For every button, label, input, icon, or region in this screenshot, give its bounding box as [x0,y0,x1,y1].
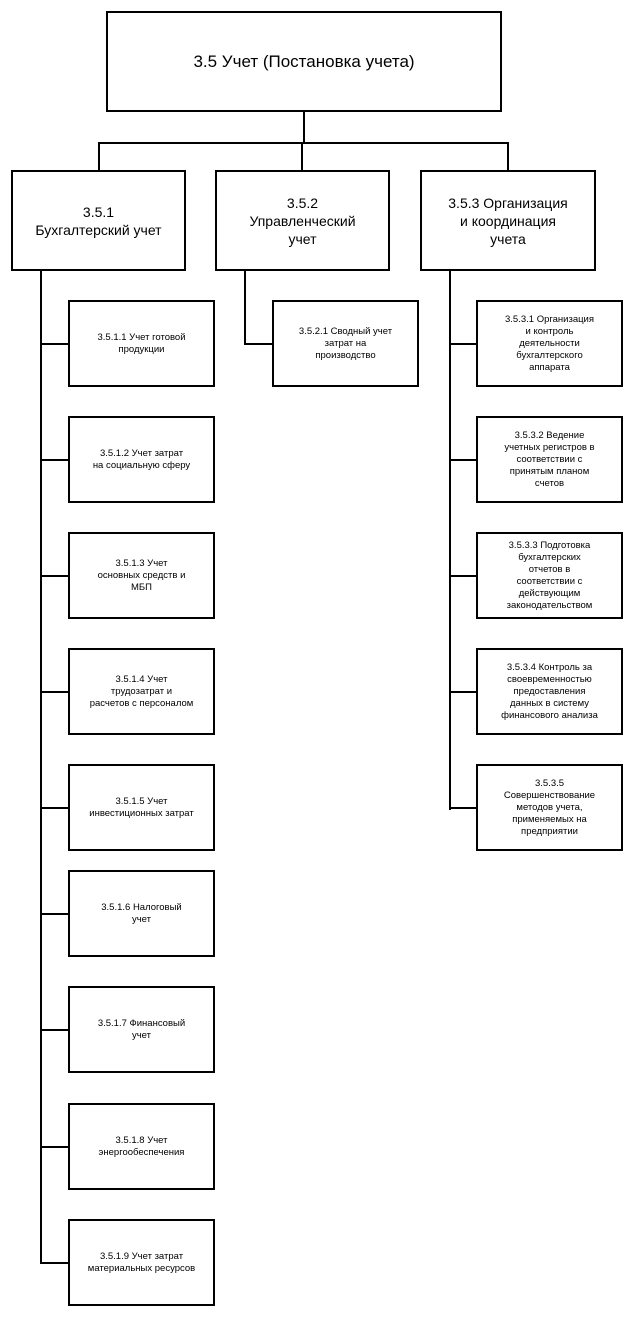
leaf-node-label: 3.5.3.3 Подготовка бухгалтерских отчетов… [506,539,593,611]
branch-2-spine-line [244,270,246,345]
leaf-connector-line [40,1262,69,1264]
branch-3-spine-line [449,270,451,810]
leaf-connector-line [40,343,69,345]
root-node: 3.5 Учет (Постановка учета) [106,11,502,112]
branch-1-drop-line [98,142,100,171]
branch-node-label: 3.5.2 Управленческий учет [249,194,356,247]
leaf-connector-line [40,575,69,577]
leaf-node: 3.5.1.3 Учет основных средств и МБП [68,532,215,619]
leaf-node: 3.5.1.2 Учет затрат на социальную сферу [68,416,215,503]
leaf-node-label: 3.5.3.5 Совершенствование методов учета,… [503,777,596,837]
leaf-connector-line [40,691,69,693]
leaf-connector-line [40,1029,69,1031]
leaf-node-label: 3.5.3.4 Контроль за своевременностью пре… [501,661,598,721]
leaf-node: 3.5.3.2 Ведение учетных регистров в соот… [476,416,623,503]
leaf-connector-line [449,575,477,577]
leaf-connector-line [40,913,69,915]
leaf-node: 3.5.3.3 Подготовка бухгалтерских отчетов… [476,532,623,619]
leaf-node-label: 3.5.1.9 Учет затрат материальных ресурсо… [87,1250,196,1274]
branch-node-label: 3.5.1 Бухгалтерский учет [35,203,162,238]
branch-node-label: 3.5.3 Организация и координация учета [448,194,568,247]
leaf-node-label: 3.5.1.1 Учет готовой продукции [97,331,186,355]
branch-bus-line [98,142,508,144]
leaf-connector-line [40,1146,69,1148]
leaf-connector-line [244,343,273,345]
leaf-node-label: 3.5.1.2 Учет затрат на социальную сферу [92,447,191,471]
branch-node-management: 3.5.2 Управленческий учет [215,170,390,271]
leaf-node-label: 3.5.1.4 Учет трудозатрат и расчетов с пе… [89,673,194,709]
leaf-node-label: 3.5.1.5 Учет инвестиционных затрат [89,795,194,819]
leaf-node: 3.5.2.1 Сводный учет затрат на производс… [272,300,419,387]
leaf-node: 3.5.1.4 Учет трудозатрат и расчетов с пе… [68,648,215,735]
root-node-label: 3.5 Учет (Постановка учета) [193,51,415,71]
leaf-connector-line [40,459,69,461]
leaf-connector-line [449,459,477,461]
leaf-node-label: 3.5.2.1 Сводный учет затрат на производс… [298,325,393,361]
leaf-node: 3.5.3.1 Организация и контроль деятельно… [476,300,623,387]
leaf-connector-line [449,691,477,693]
branch-node-organization: 3.5.3 Организация и координация учета [420,170,596,271]
leaf-node: 3.5.1.7 Финансовый учет [68,986,215,1073]
leaf-node: 3.5.1.5 Учет инвестиционных затрат [68,764,215,851]
leaf-node: 3.5.1.8 Учет энергообеспечения [68,1103,215,1190]
leaf-connector-line [40,807,69,809]
leaf-node-label: 3.5.1.6 Налоговый учет [101,901,182,925]
leaf-node: 3.5.1.6 Налоговый учет [68,870,215,957]
leaf-node-label: 3.5.1.7 Финансовый учет [97,1017,186,1041]
leaf-node: 3.5.1.1 Учет готовой продукции [68,300,215,387]
leaf-node-label: 3.5.3.1 Организация и контроль деятельно… [505,313,594,373]
leaf-connector-line [449,343,477,345]
branch-node-accounting: 3.5.1 Бухгалтерский учет [11,170,186,271]
branch-1-spine-line [40,270,42,1263]
branch-3-drop-line [507,142,509,171]
branch-2-drop-line [301,142,303,171]
leaf-node: 3.5.3.5 Совершенствование методов учета,… [476,764,623,851]
leaf-node-label: 3.5.1.3 Учет основных средств и МБП [97,557,186,593]
leaf-connector-line [449,807,477,809]
leaf-node-label: 3.5.3.2 Ведение учетных регистров в соот… [504,429,595,489]
root-trunk-line [303,111,305,143]
leaf-node: 3.5.3.4 Контроль за своевременностью пре… [476,648,623,735]
leaf-node-label: 3.5.1.8 Учет энергообеспечения [98,1134,185,1158]
leaf-node: 3.5.1.9 Учет затрат материальных ресурсо… [68,1219,215,1306]
